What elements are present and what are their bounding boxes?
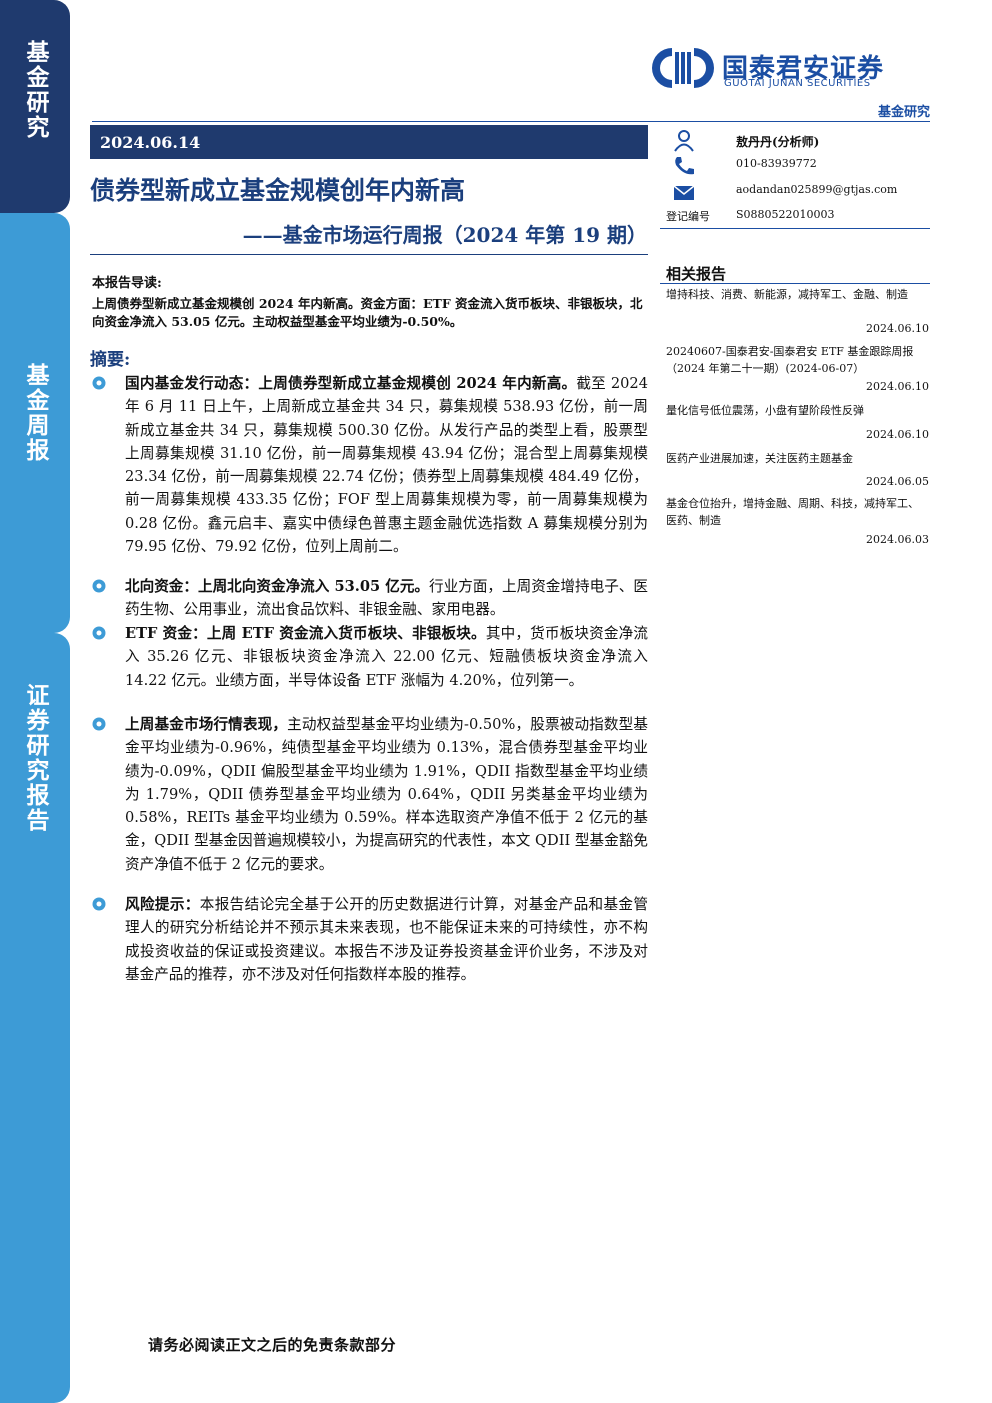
analyst-phone: 010-83939772 bbox=[736, 157, 817, 170]
related-reports-title: 相关报告 bbox=[666, 265, 727, 283]
summary-bullet: 风险提示：本报告结论完全基于公开的历史数据进行计算，对基金产品和基金管理人的研究… bbox=[92, 893, 648, 986]
bullet-lead: ETF 资金：上周 ETF 资金流入货币板块、非银板块。 bbox=[125, 625, 486, 642]
bullet-body: 主动权益型基金平均业绩为-0.50%，股票被动指数型基金平均业绩为-0.96%，… bbox=[125, 716, 648, 873]
sidebar-tab-label: 基金研究 bbox=[22, 40, 48, 140]
summary-title: 摘要: bbox=[90, 350, 131, 370]
bullet-icon bbox=[92, 579, 106, 593]
summary-bullet: ETF 资金：上周 ETF 资金流入货币板块、非银板块。其中，货币板块资金净流入… bbox=[92, 622, 648, 692]
title-divider bbox=[90, 254, 648, 255]
email-icon bbox=[673, 185, 695, 200]
bullet-icon bbox=[92, 626, 106, 640]
bullet-body: 行业方面，上周资金增持电子、医药生物、公用事业，流出食品饮料、非银金融、家用电器… bbox=[125, 578, 648, 619]
analyst-name: 敖丹丹(分析师) bbox=[736, 135, 820, 149]
bullet-icon bbox=[92, 897, 106, 911]
logo-text-en: GUOTAI JUNAN SECURITIES bbox=[724, 78, 871, 89]
guide-text: 上周债券型新成立基金规模创 2024 年内新高。资金方面：ETF 资金流入货币板… bbox=[92, 296, 643, 329]
registration-label: 登记编号 bbox=[666, 210, 710, 223]
page-subtitle: ——基金市场运行周报（2024 年第 19 期） bbox=[242, 223, 647, 247]
bullet-body: 本报告结论完全基于公开的历史数据进行计算，对基金产品和基金管理人的研究分析结论并… bbox=[125, 896, 648, 983]
bullet-lead: 上周基金市场行情表现， bbox=[125, 716, 288, 733]
sidebar-tab-label: 证券研究报告 bbox=[22, 683, 48, 833]
analyst-email[interactable]: aodandan025899@gtjas.com bbox=[736, 183, 898, 196]
analyst-person-icon bbox=[674, 130, 694, 152]
bullet-lead: 风险提示： bbox=[125, 896, 200, 913]
related-divider bbox=[660, 283, 930, 284]
analyst-divider bbox=[660, 228, 930, 229]
related-report-title[interactable]: 20240607-国泰君安-国泰君安 ETF 基金跟踪周报（2024 年第二十一… bbox=[666, 345, 914, 375]
logo-mark-icon bbox=[652, 48, 714, 88]
related-report-date: 2024.06.03 bbox=[866, 533, 929, 546]
bullet-icon bbox=[92, 717, 106, 731]
guide-title: 本报告导读: bbox=[92, 276, 162, 291]
logo-text-cn: 国泰君安证券 bbox=[722, 54, 885, 84]
category-label: 基金研究 bbox=[877, 105, 930, 120]
date-bar: 2024.06.14 bbox=[90, 125, 648, 159]
related-report-date: 2024.06.10 bbox=[866, 380, 929, 393]
sidebar-tab-fund-weekly: 基金周报 bbox=[0, 213, 70, 633]
company-logo: 国泰君安证券 GUOTAI JUNAN SECURITIES bbox=[650, 46, 940, 92]
summary-bullet: 国内基金发行动态：上周债券型新成立基金规模创 2024 年内新高。截至 2024… bbox=[92, 372, 648, 558]
bullet-body: 其中，货币板块资金净流入 35.26 亿元、非银板块资金净流入 22.00 亿元… bbox=[125, 625, 648, 689]
bullet-body: 截至 2024 年 6 月 11 日上午，上周新成立基金共 34 只，募集规模 … bbox=[125, 375, 648, 556]
bullet-lead: 国内基金发行动态：上周债券型新成立基金规模创 2024 年内新高。 bbox=[125, 375, 577, 392]
bullet-lead: 北向资金：上周北向资金净流入 53.05 亿元。 bbox=[125, 578, 430, 595]
related-report-title[interactable]: 基金仓位抬升，增持金融、周期、科技，减持军工、医药、制造 bbox=[666, 497, 919, 527]
report-date: 2024.06.14 bbox=[100, 133, 201, 152]
header-divider bbox=[92, 121, 930, 122]
phone-icon bbox=[675, 157, 694, 175]
sidebar-tab-fund-research: 基金研究 bbox=[0, 0, 70, 213]
disclaimer-note: 请务必阅读正文之后的免责条款部分 bbox=[148, 1336, 397, 1354]
related-report-date: 2024.06.10 bbox=[866, 322, 929, 335]
sidebar-tab-securities-report: 证券研究报告 bbox=[0, 633, 70, 1403]
summary-bullet: 北向资金：上周北向资金净流入 53.05 亿元。行业方面，上周资金增持电子、医药… bbox=[92, 575, 648, 622]
related-report-title[interactable]: 医药产业进展加速，关注医药主题基金 bbox=[666, 452, 853, 465]
page-title: 债券型新成立基金规模创年内新高 bbox=[90, 176, 466, 205]
registration-number: S0880522010003 bbox=[736, 208, 835, 221]
summary-bullet: 上周基金市场行情表现，主动权益型基金平均业绩为-0.50%，股票被动指数型基金平… bbox=[92, 713, 648, 876]
related-report-title[interactable]: 量化信号低位震荡，小盘有望阶段性反弹 bbox=[666, 404, 864, 417]
related-report-date: 2024.06.10 bbox=[866, 428, 929, 441]
related-report-date: 2024.06.05 bbox=[866, 475, 929, 488]
bullet-icon bbox=[92, 376, 106, 390]
related-report-title[interactable]: 增持科技、消费、新能源，减持军工、金融、制造 bbox=[666, 288, 908, 301]
sidebar-tab-label: 基金周报 bbox=[22, 363, 48, 463]
